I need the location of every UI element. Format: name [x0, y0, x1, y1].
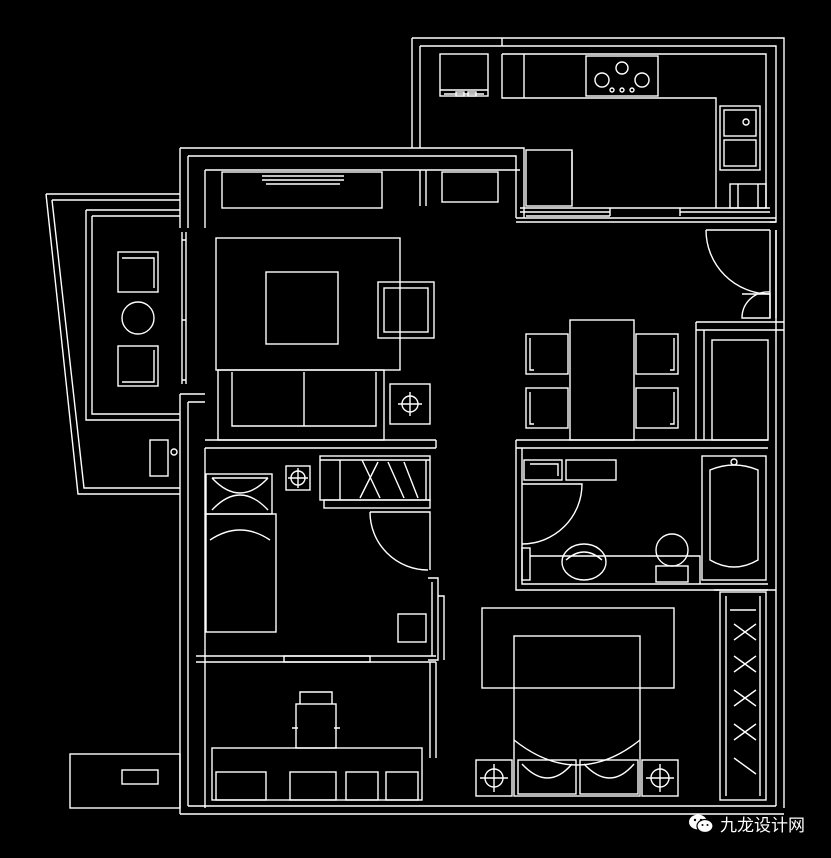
- tv-cabinet: [221, 171, 383, 209]
- master-bedroom: [475, 589, 776, 801]
- washbasin: [561, 543, 607, 581]
- living-room: [205, 170, 499, 449]
- watermark-text: 九龙设计网: [720, 816, 805, 836]
- sofa: [217, 369, 385, 441]
- bathroom: [515, 439, 768, 591]
- kitchen: [439, 53, 776, 223]
- balcony: [45, 193, 187, 495]
- bathtub: [701, 455, 767, 581]
- wardrobe: [319, 455, 431, 501]
- stove: [585, 55, 659, 97]
- outer-walls: [179, 37, 785, 815]
- fridge: [525, 149, 573, 207]
- coffee-table: [265, 271, 339, 345]
- watermark: 九龙设计网: [688, 811, 805, 836]
- toilet: [655, 533, 689, 567]
- single-bed: [205, 513, 277, 633]
- dining-table: [569, 319, 635, 441]
- study: [69, 662, 437, 809]
- armchair: [377, 281, 435, 339]
- bedroom-2: [196, 448, 445, 808]
- desk: [211, 747, 423, 801]
- dining: [525, 229, 784, 441]
- wardrobe-master: [719, 591, 767, 801]
- double-bed: [513, 635, 641, 797]
- kitchen-sink: [719, 105, 761, 171]
- office-chair: [295, 703, 337, 749]
- wechat-logo-icon: [689, 814, 714, 833]
